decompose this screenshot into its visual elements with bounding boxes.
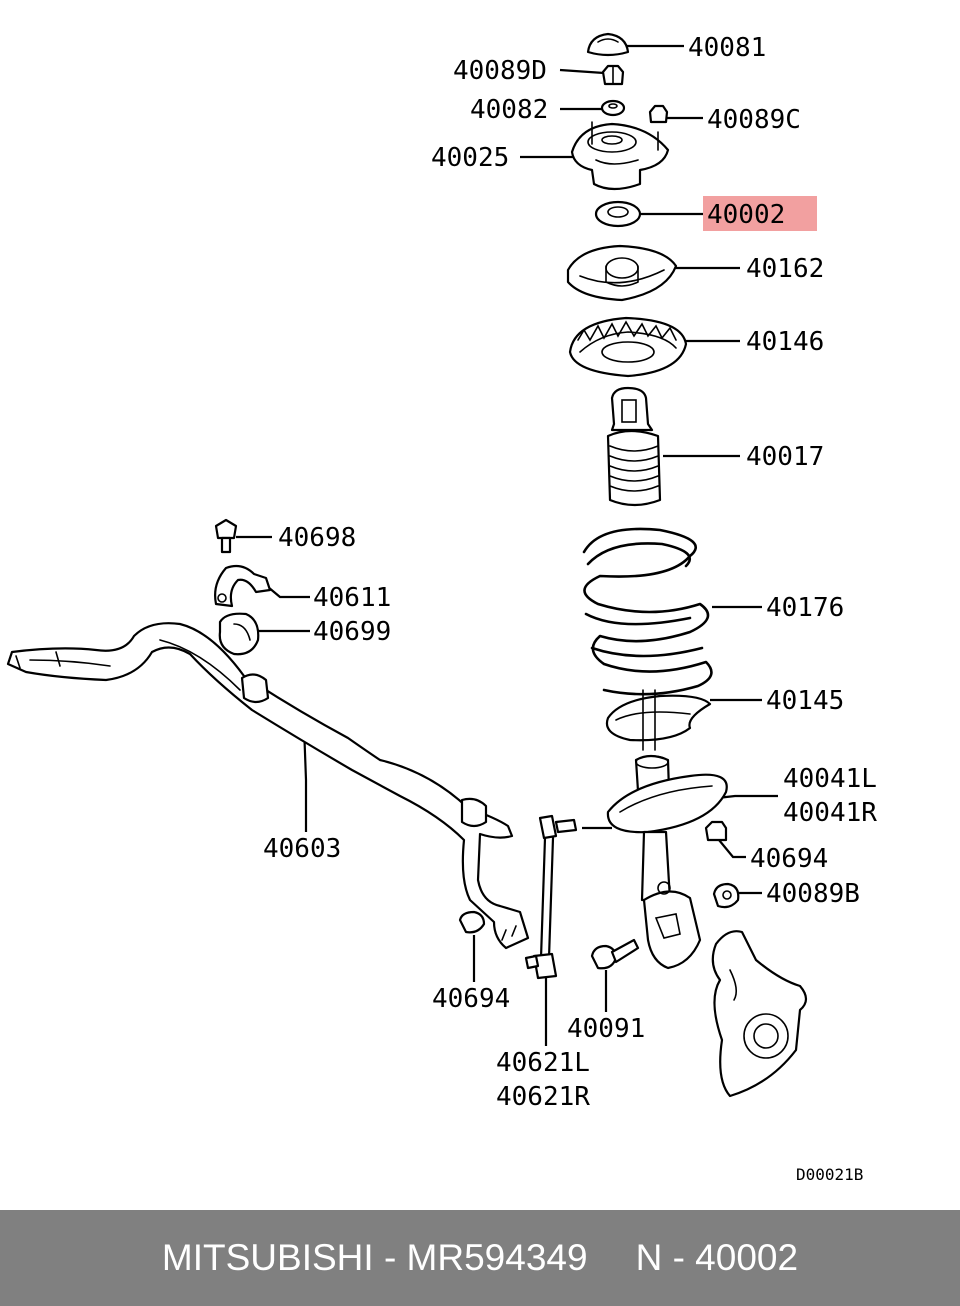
label-40089b: 40089B: [766, 879, 860, 909]
footer-bar: MITSUBISHI - MR594349 N - 40002: [0, 1210, 960, 1306]
drawing-code: D00021B: [796, 1165, 863, 1184]
part-40146-spring-pad: [568, 316, 688, 378]
label-40145: 40145: [766, 686, 844, 716]
label-40603: 40603: [263, 834, 341, 864]
part-40694-nut-lower: [458, 910, 486, 934]
label-40017: 40017: [746, 442, 824, 472]
part-40002-bearing: [594, 200, 642, 228]
part-40081-cap: [586, 32, 630, 57]
label-40089d: 40089D: [453, 56, 547, 86]
label-40694-lower: 40694: [432, 984, 510, 1014]
part-40603-stabilizer-bar: [6, 622, 530, 950]
part-strut-body: [606, 689, 728, 970]
label-40091: 40091: [567, 1014, 645, 1044]
part-40091-bolt: [590, 938, 640, 970]
label-40025: 40025: [431, 143, 509, 173]
highlight-box: [703, 196, 817, 231]
label-40621r: 40621R: [496, 1082, 590, 1112]
part-40176-coil-spring: [582, 527, 713, 696]
part-40699-bushing: [218, 612, 260, 656]
label-40611: 40611: [313, 583, 391, 613]
part-40698-bolt: [214, 518, 238, 554]
label-40694-upper: 40694: [750, 844, 828, 874]
label-40041l: 40041L: [783, 764, 877, 794]
label-40081: 40081: [688, 33, 766, 63]
part-knuckle: [711, 930, 808, 1098]
part-40611-bracket: [214, 564, 272, 608]
part-40025-strut-mount: [570, 121, 670, 191]
part-40145-spring-pad-lower: [605, 694, 712, 742]
part-40089c-nut: [648, 104, 669, 124]
leader-lines: [236, 44, 778, 1046]
footer-brand-part-number: MITSUBISHI - MR594349: [161, 1237, 588, 1278]
part-40162-spring-seat: [566, 244, 678, 302]
label-40082: 40082: [470, 95, 548, 125]
part-40017-dust-boot: [606, 386, 662, 507]
part-40089d-nut: [601, 64, 625, 86]
part-40621-stabilizer-link: [524, 814, 578, 980]
footer-reference-number: N - 40002: [635, 1237, 799, 1278]
part-40089b-nut: [712, 882, 740, 909]
label-40698: 40698: [278, 523, 356, 553]
suspension-parts-diagram: 40081 40089D 40082 40089C 40025 40002 40…: [6, 32, 877, 1184]
label-40002: 40002: [707, 200, 785, 230]
part-40082-washer: [600, 99, 626, 117]
label-40089c: 40089C: [707, 105, 801, 135]
label-40041r: 40041R: [783, 798, 877, 828]
label-40699: 40699: [313, 617, 391, 647]
label-40162: 40162: [746, 254, 824, 284]
label-40176: 40176: [766, 593, 844, 623]
label-40621l: 40621L: [496, 1048, 590, 1078]
part-labels: 40081 40089D 40082 40089C 40025 40002 40…: [263, 33, 877, 1184]
part-40694-nut-upper: [704, 820, 728, 842]
label-40146: 40146: [746, 327, 824, 357]
